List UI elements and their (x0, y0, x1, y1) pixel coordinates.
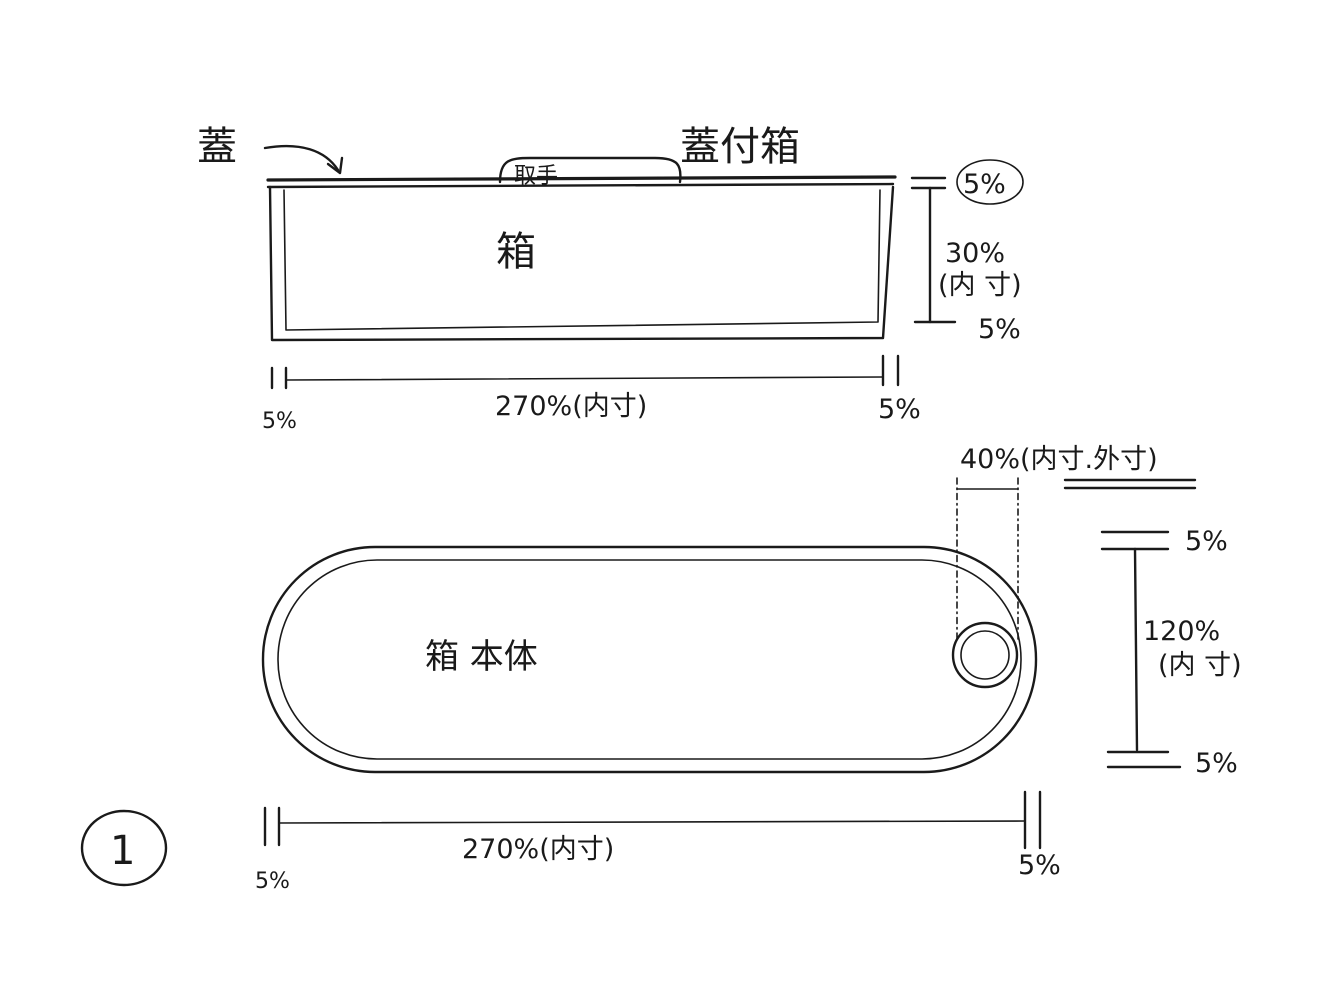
plan-right-wall-label: 5% (1018, 850, 1061, 881)
side-right-wall-label: 5% (878, 394, 921, 425)
box-height-note: (内 寸) (938, 270, 1022, 301)
lid-arrow-head (326, 156, 344, 175)
side-height-dimensions (910, 159, 1024, 324)
body-outer-outline (261, 545, 1038, 774)
handle-label: 取手 (514, 164, 558, 189)
side-view (263, 144, 897, 342)
lid-handle (498, 156, 682, 184)
lid-thickness-label: 5% (963, 169, 1006, 200)
plan-left-wall-label: 5% (255, 869, 290, 894)
box-label: 箱 (496, 229, 536, 275)
box-outer-outline (268, 185, 895, 342)
bottom-wall-label: 5% (1195, 748, 1238, 779)
side-length-label: 270%(内寸) (495, 391, 647, 422)
plan-view (261, 477, 1038, 774)
box-inner-outline (283, 189, 881, 331)
plan-length-label: 270%(内寸) (462, 834, 614, 865)
body-width-label: 120% (1143, 616, 1220, 647)
page-number-circle (80, 809, 168, 887)
body-label: 箱 本体 (425, 637, 538, 677)
finger-notch-inner (960, 630, 1010, 680)
lid-top-edge (266, 175, 897, 182)
lid-bottom-edge (266, 182, 895, 189)
bottom-thickness-label: 5% (978, 314, 1021, 345)
lid-label: 蓋 (197, 124, 237, 170)
plan-width-dimensions (1100, 530, 1182, 769)
side-left-wall-label: 5% (262, 409, 297, 434)
lid-arrow-shaft (263, 144, 340, 172)
box-height-label: 30% (945, 238, 1005, 269)
circled-lid-thickness (956, 159, 1024, 205)
body-width-note: (内 寸) (1158, 650, 1242, 681)
finger-notch-outer (951, 621, 1019, 689)
plan-length-dimensions (263, 790, 1042, 850)
title-label: 蓋付箱 (680, 124, 800, 170)
body-inner-outline (277, 559, 1022, 760)
end-width-label: 40%(内寸.外寸) (960, 444, 1158, 475)
page-number: 1 (110, 828, 135, 874)
top-wall-label: 5% (1185, 526, 1228, 557)
side-length-dimensions (270, 354, 900, 390)
